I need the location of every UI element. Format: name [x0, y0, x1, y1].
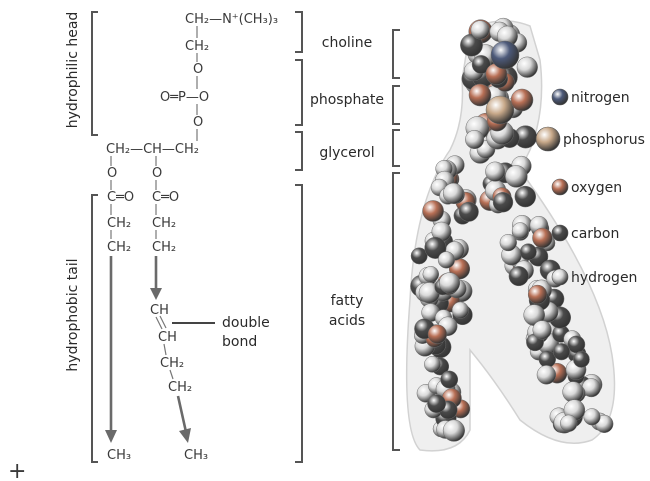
double-bond-label-1: double — [222, 315, 270, 331]
formula-o-b: O — [193, 115, 203, 130]
legend-carbon-label: carbon — [571, 226, 619, 242]
choline-model-bracket — [392, 29, 400, 79]
legend-phosphorus-swatch — [535, 126, 561, 152]
tail-arrows — [105, 256, 191, 443]
formula-bonds — [110, 26, 198, 380]
oxygen-atom — [468, 83, 492, 107]
formula-ch2-r2: CH₂ — [152, 240, 176, 255]
phosphate-label: phosphate — [310, 92, 384, 108]
fatty-acids-model-bracket — [392, 172, 400, 451]
oxygen-atom — [527, 284, 548, 305]
hydrogen-atom — [438, 272, 461, 294]
hydrogen-atom — [516, 56, 538, 78]
legend-hydrogen-label: hydrogen — [571, 270, 637, 286]
legend-nitrogen-label: nitrogen — [571, 90, 630, 106]
head-left-bracket — [91, 11, 98, 136]
hydrogen-atom — [583, 408, 601, 426]
carbon-atom — [567, 335, 586, 354]
carbon-atom — [458, 201, 479, 222]
oxygen-atom — [422, 200, 444, 222]
carbon-atom — [508, 266, 529, 287]
hydrogen-atom — [505, 165, 528, 188]
hydrogen-atom — [560, 414, 578, 432]
hydrogen-atom — [442, 182, 464, 204]
formula-o-right: O — [152, 166, 162, 181]
carbon-atom — [460, 33, 483, 57]
formula-ch3-right: CH₃ — [184, 448, 208, 463]
legend-oxygen-swatch — [551, 178, 569, 196]
hydrogen-atom — [437, 251, 455, 269]
carbon-atom — [492, 192, 514, 213]
carbon-atom — [573, 351, 590, 368]
tail-left-bracket — [91, 194, 98, 463]
carbon-atom — [427, 394, 447, 414]
legend-carbon-swatch — [551, 224, 569, 242]
formula-ch3-left: CH₃ — [107, 448, 131, 463]
glycerol-bracket — [295, 131, 303, 171]
carbon-atom — [519, 243, 537, 261]
hydrogen-atom — [451, 301, 469, 319]
oxygen-atom — [427, 324, 448, 344]
oxygen-atom — [510, 88, 534, 112]
choline-formula: CH₂—N⁺(CH₃)₃ — [185, 12, 278, 27]
formula-ch2-l1: CH₂ — [107, 216, 131, 231]
carbon-atom — [471, 55, 491, 74]
legend-nitrogen-swatch — [551, 88, 569, 106]
corner-plus-mark: + — [8, 459, 26, 481]
carbon-atom — [552, 343, 571, 361]
glycerol-model-bracket — [392, 129, 400, 167]
formula-ch-1: CH — [150, 303, 169, 318]
carbon-atom — [424, 236, 447, 259]
acids-label: acids — [329, 313, 365, 329]
hydrogen-atom — [536, 365, 557, 385]
nitrogen-atom — [490, 40, 520, 70]
phosphate-bracket — [295, 59, 303, 126]
carbon-atom — [514, 185, 536, 208]
glycerol-label: glycerol — [319, 145, 374, 161]
atom-legend: nitrogen phosphorus oxygen carbon hydrogen — [535, 88, 645, 286]
carbon-atom — [440, 370, 459, 389]
formula-co-right: C═O — [152, 190, 179, 205]
hydrogen-atom — [562, 381, 584, 403]
choline-label: choline — [322, 35, 372, 51]
fatty-label: fatty — [331, 293, 364, 309]
hydrophilic-head-label: hydrophilic head — [65, 12, 81, 129]
formula-co-left: C═O — [107, 190, 134, 205]
legend-hydrogen-swatch — [551, 268, 569, 286]
carbon-atom — [410, 247, 428, 265]
hydrogen-atom — [470, 20, 490, 40]
oxygen-atom — [532, 227, 553, 249]
phosphorus-atom — [485, 95, 515, 125]
hydrogen-atom — [422, 266, 440, 283]
double-bond-label-2: bond — [222, 334, 257, 350]
hydrogen-atom — [485, 161, 506, 182]
formula-ch2-r1: CH₂ — [152, 216, 176, 231]
formula-ch2-r4: CH₂ — [168, 380, 192, 395]
space-filling-model — [410, 17, 614, 442]
hydrophobic-tail-label: hydrophobic tail — [65, 258, 81, 371]
hydrogen-atom — [511, 222, 529, 240]
legend-oxygen-label: oxygen — [571, 180, 622, 196]
hydrogen-atom — [465, 130, 485, 149]
formula-ch2-a: CH₂ — [185, 39, 209, 54]
legend-phosphorus-label: phosphorus — [563, 132, 645, 148]
hydrogen-atom — [424, 355, 441, 373]
formula-o-a: O — [193, 62, 203, 77]
hydrogen-atom — [442, 419, 465, 442]
choline-bracket — [295, 11, 303, 53]
phosphate-model-bracket — [392, 85, 400, 125]
glycerol-formula: CH₂—CH—CH₂ — [106, 142, 199, 157]
phosphate-formula: O═P—O — [160, 90, 209, 105]
formula-ch2-r3: CH₂ — [160, 356, 184, 371]
formula-ch-2: CH — [158, 330, 177, 345]
formula-ch2-l2: CH₂ — [107, 240, 131, 255]
hydrogen-atom — [532, 320, 552, 340]
hydrogen-atom — [499, 233, 517, 252]
formula-o-left: O — [107, 166, 117, 181]
fatty-acids-bracket — [295, 184, 303, 463]
